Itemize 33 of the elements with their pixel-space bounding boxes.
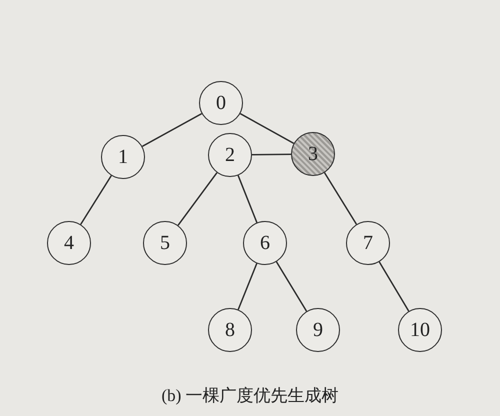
- tree-node-circle: [208, 133, 252, 177]
- node-label: 4: [64, 232, 74, 254]
- tree-node-circle: [291, 132, 335, 176]
- node-label: 1: [118, 146, 128, 168]
- tree-edge-line: [237, 175, 258, 223]
- tree-edge-line: [324, 172, 358, 225]
- node-label: 7: [363, 232, 373, 254]
- tree-node-circle: [101, 135, 145, 179]
- node-label: 8: [225, 318, 235, 342]
- tree-node-circle: [346, 221, 390, 265]
- tree-edge-line: [240, 113, 294, 144]
- tree-node-circle: [243, 221, 287, 265]
- tree-node-circle: [208, 308, 252, 352]
- tree-node-circle: [296, 308, 340, 352]
- node-label: 0: [216, 92, 226, 114]
- tree-node-circle: [47, 221, 91, 265]
- tree-edge-line: [378, 262, 410, 312]
- tree-edge-line: [276, 261, 308, 312]
- tree-edge-line: [142, 113, 202, 147]
- node-label: 6: [260, 232, 270, 254]
- node-label: 10: [410, 318, 430, 342]
- tree-edge-line: [238, 263, 258, 310]
- node-label: 3: [308, 142, 318, 166]
- tree-node-circle: [143, 221, 187, 265]
- tree-edge-line: [178, 172, 218, 226]
- tree-node-circle: [398, 308, 442, 352]
- tree-edge-line: [80, 175, 112, 225]
- node-label: 9: [313, 318, 323, 342]
- node-label: 5: [160, 232, 170, 254]
- node-label: 2: [225, 144, 235, 166]
- tree-node-circle: [199, 81, 243, 125]
- figure-caption: (b) 一棵广度优先生成树: [161, 386, 339, 405]
- tree-edge-line: [252, 154, 291, 156]
